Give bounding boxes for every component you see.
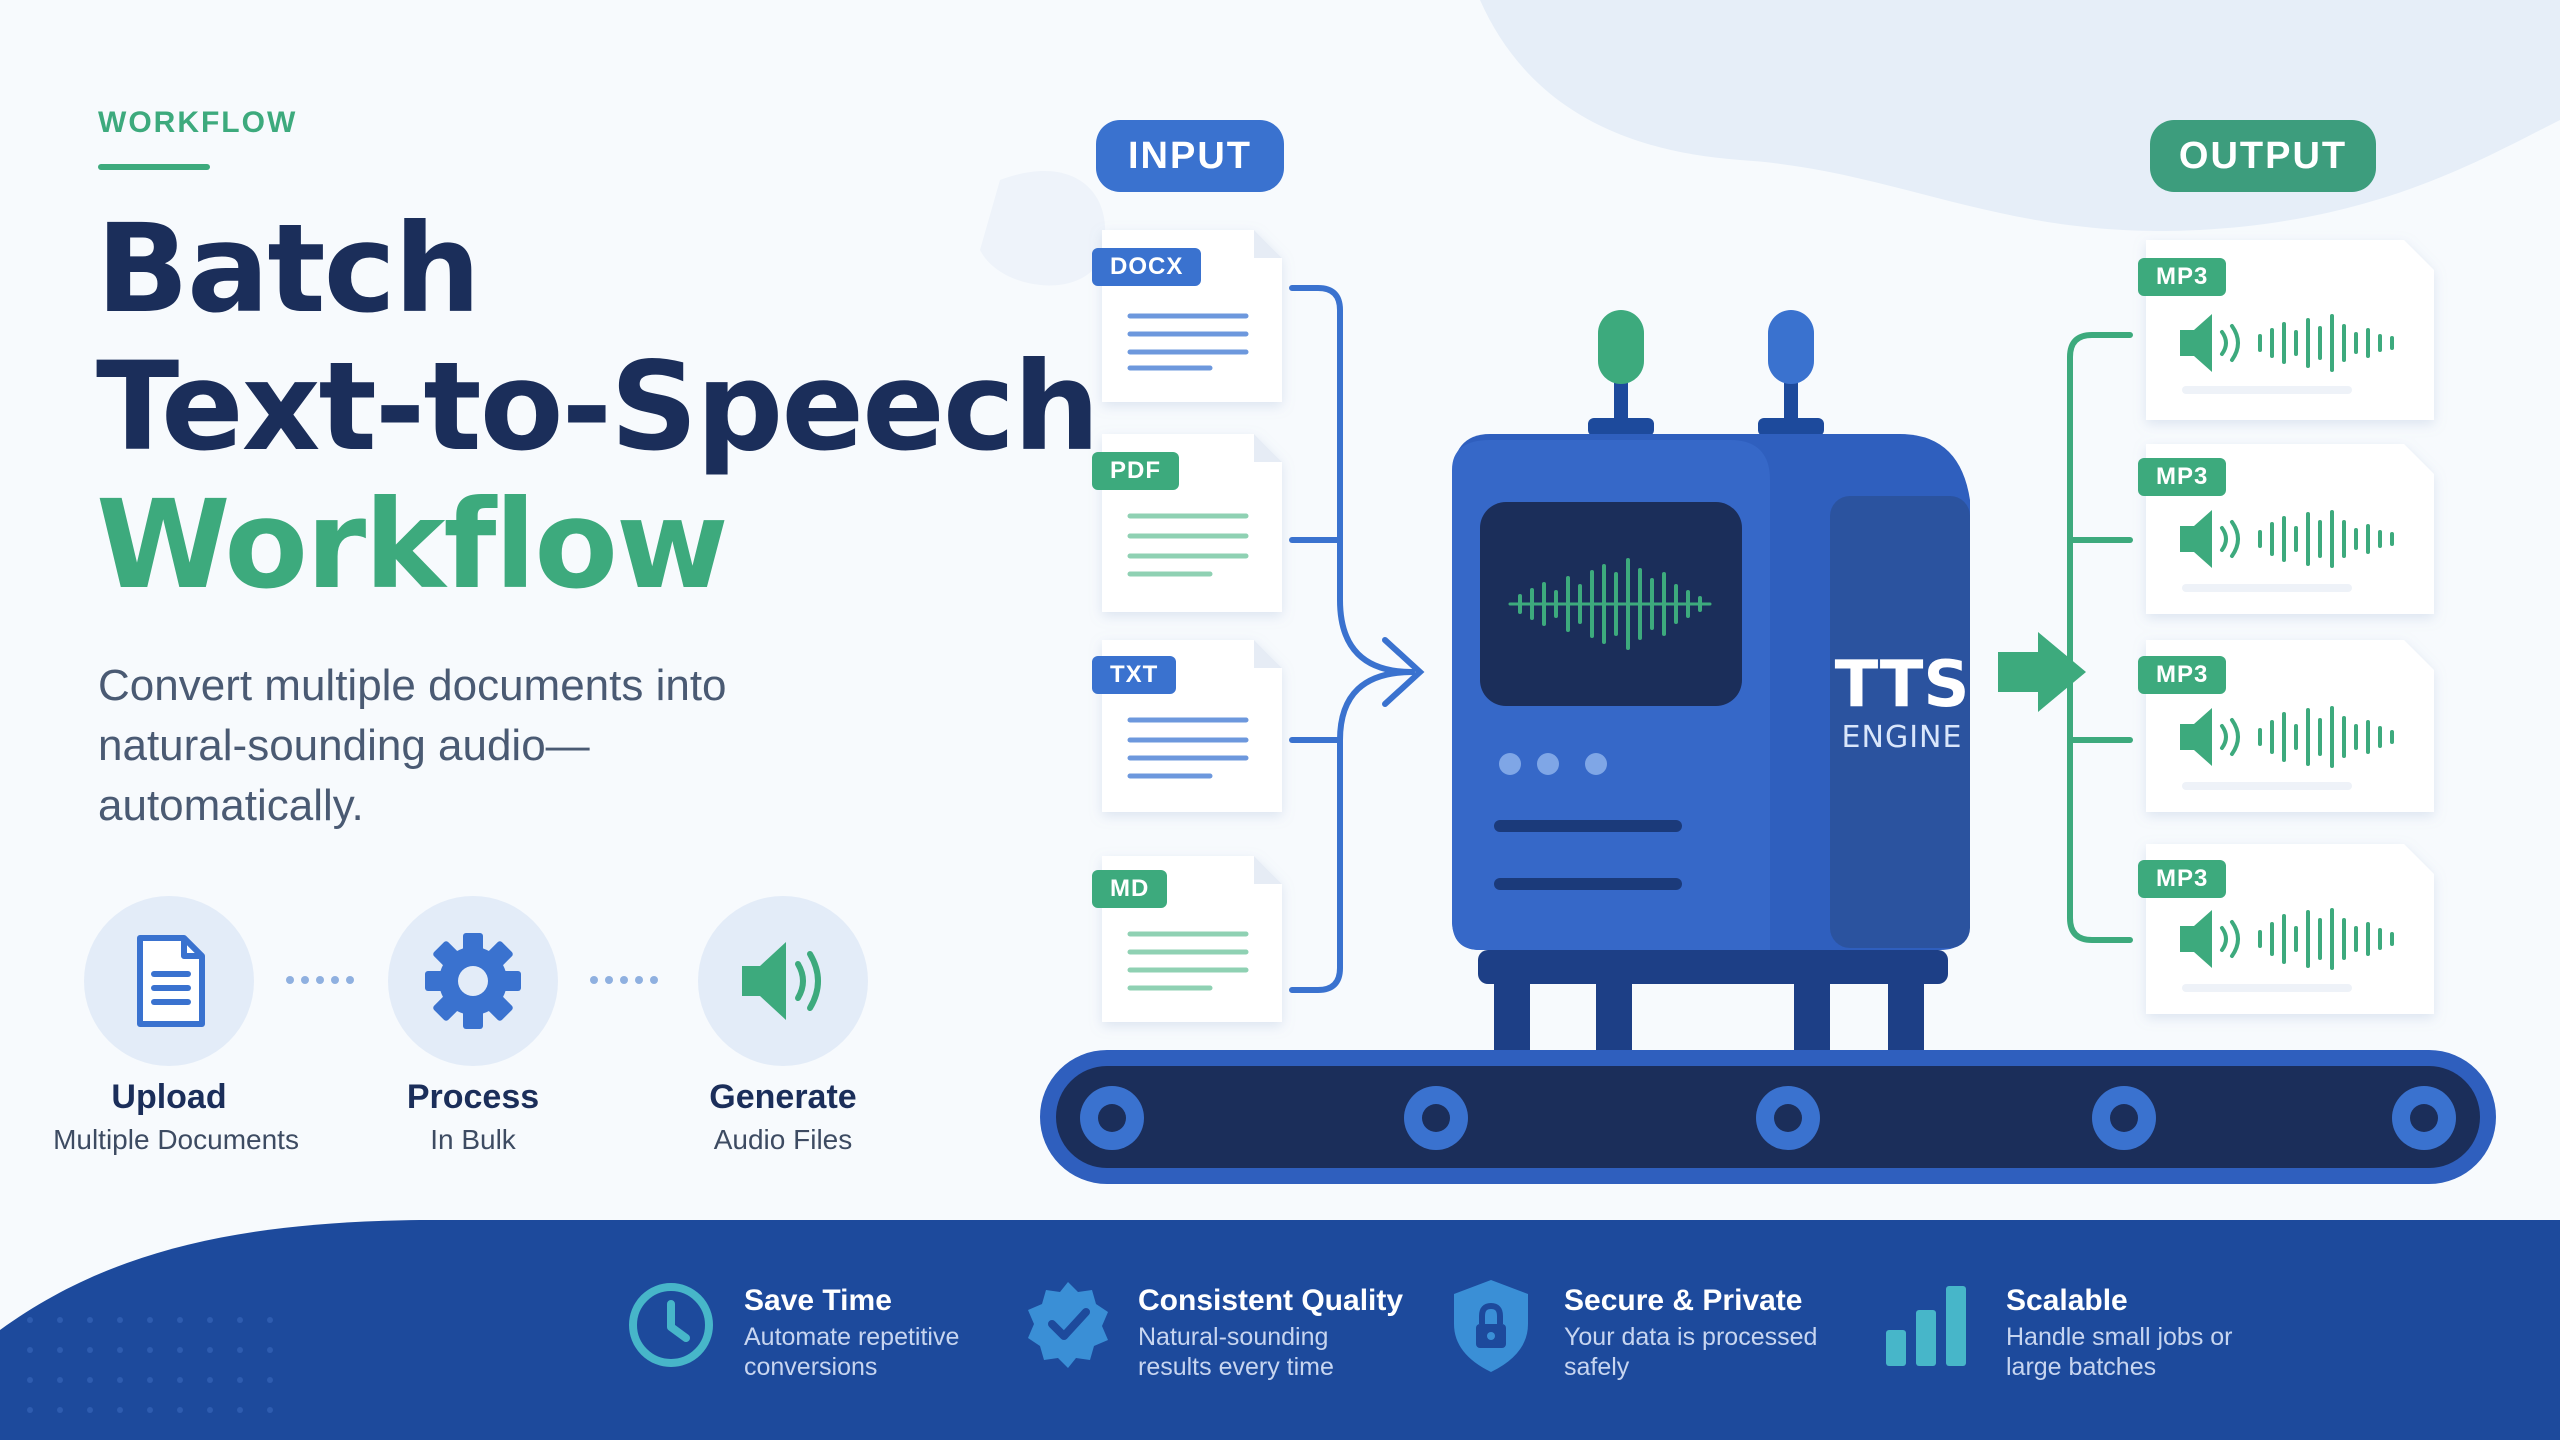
subtitle: Convert multiple documents into natural-… [98, 661, 727, 830]
input-pill: INPUT [1096, 120, 1284, 192]
output-pill: OUTPUT [2150, 120, 2376, 192]
feature-desc: Natural-sounding results every time [1138, 1323, 1334, 1381]
feature-desc: Automate repetitive conversions [744, 1323, 960, 1381]
page-title: Batch Text-to-Speech Workflow [96, 198, 1100, 616]
output-file-badge: MP3 [2138, 860, 2227, 898]
step-process-name: Process [406, 1078, 540, 1116]
document-icon [137, 935, 205, 1027]
input-file-badge: MD [1092, 870, 1168, 908]
step-upload-desc: Multiple Documents [53, 1124, 299, 1155]
gear-icon [425, 933, 521, 1029]
step-process-desc: In Bulk [430, 1124, 516, 1155]
title-line-2: Text-to-Speech [96, 336, 1100, 478]
step-process [388, 896, 558, 1066]
input-file-badge: DOCX [1092, 248, 1202, 286]
feature-desc: Your data is processed safely [1564, 1323, 1818, 1381]
output-file-badge: MP3 [2138, 458, 2227, 496]
step-generate [698, 896, 868, 1066]
input-file-badge: TXT [1092, 656, 1177, 694]
step-generate-name: Generate [709, 1078, 857, 1116]
engine-label-main: TTS [1834, 648, 1970, 722]
title-line-3: Workflow [96, 474, 729, 616]
output-file-badge: MP3 [2138, 656, 2227, 694]
engine-label: TTS ENGINE [1832, 650, 1972, 756]
check-badge-icon [1028, 1282, 1108, 1368]
step-upload-name: Upload [111, 1078, 227, 1116]
conveyor-belt [1040, 1050, 2496, 1184]
speaker-icon [742, 942, 821, 1020]
tts-engine-machine [1452, 310, 1970, 1054]
kicker-underline [98, 164, 210, 170]
step-upload [84, 896, 254, 1066]
output-file-badge: MP3 [2138, 258, 2227, 296]
feature-title: Save Time [744, 1284, 892, 1317]
clock-icon [629, 1283, 713, 1367]
feature-title: Secure & Private [1564, 1284, 1803, 1317]
title-line-1: Batch [96, 198, 481, 340]
input-file-badge: PDF [1092, 452, 1179, 490]
feature-title: Scalable [2006, 1284, 2128, 1317]
feature-title: Consistent Quality [1138, 1284, 1404, 1317]
bar-chart-icon [1886, 1286, 1966, 1366]
feature-desc: Handle small jobs or large batches [2006, 1323, 2233, 1381]
engine-label-sub: ENGINE [1841, 720, 1963, 755]
kicker-label: WORKFLOW [98, 106, 298, 139]
step-generate-desc: Audio Files [713, 1124, 853, 1155]
lock-shield-icon [1454, 1280, 1528, 1372]
